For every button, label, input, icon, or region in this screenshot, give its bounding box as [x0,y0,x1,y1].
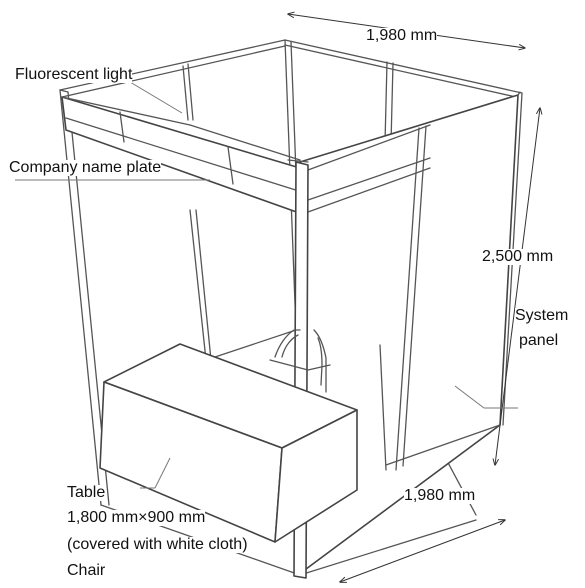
height-dimension-arrow [495,108,540,465]
depth-dimension-arrow [340,520,505,582]
table-leader-2 [154,457,171,489]
table-size-label: 1,800 mm×900 mm [67,509,206,526]
chair-label: Chair [67,562,106,579]
width-dimension-label: 1,980 mm [366,27,438,44]
depth-dimension-label: 1,980 mm [404,487,476,504]
system-panel-label-line2: panel [519,332,559,349]
company-name-plate-label: Company name plate [9,159,162,176]
chair [269,329,331,393]
table [99,343,358,543]
fascia-left [61,96,306,216]
system-panel-leader-1 [454,385,485,409]
height-dimension-label: 2,500 mm [482,248,554,265]
table-note-label: (covered with white cloth) [67,536,248,553]
table-label: Table [67,484,106,501]
system-panel-label-line1: System [515,307,569,324]
fluorescent-light-label: Fluorescent light [15,66,133,83]
fluorescent-light-leader [129,81,183,114]
